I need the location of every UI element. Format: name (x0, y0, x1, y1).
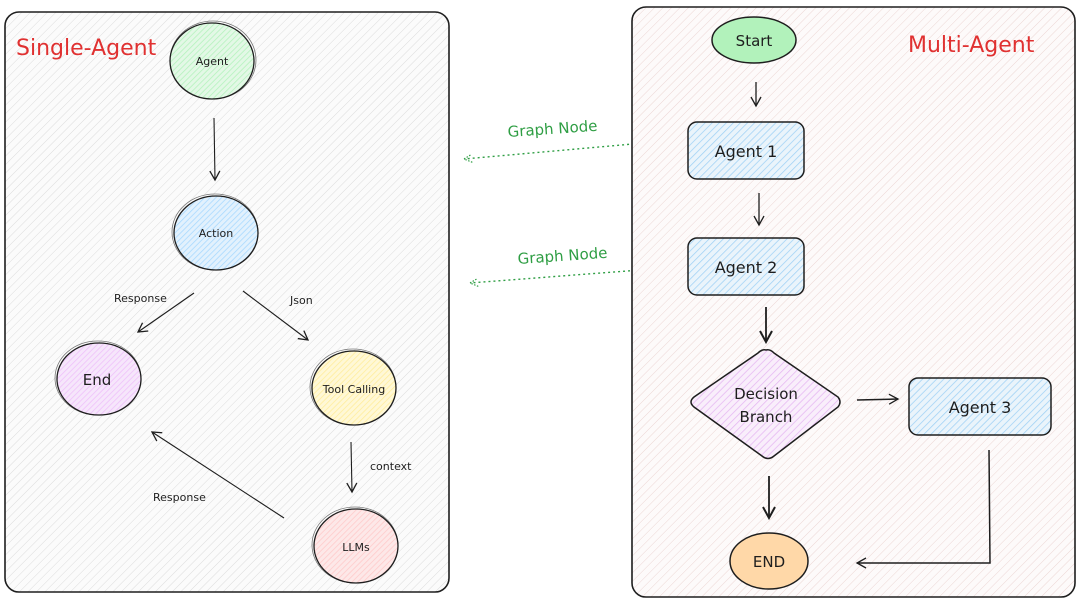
node-tool-calling[interactable]: Tool Calling (309, 348, 397, 426)
node-agent-1-label: Agent 1 (715, 142, 778, 161)
edge-agent3-end (855, 449, 991, 569)
edge-llms-end-label: Response (153, 491, 206, 504)
node-agent-1[interactable]: Agent 1 (687, 121, 805, 180)
multi-agent-title: Multi-Agent (908, 33, 1035, 58)
node-llms-label: LLMs (342, 541, 370, 554)
multi-agent-frame (631, 6, 1076, 598)
node-end-oval-label: END (753, 553, 785, 571)
node-tool-calling-label: Tool Calling (322, 383, 385, 396)
edge-action-tool-label: Json (289, 294, 313, 307)
node-decision-label-line1: Decision (734, 385, 798, 403)
single-agent-panel: Single-Agent Agent Action Response Json … (4, 11, 450, 593)
node-decision-label-line2: Branch (740, 408, 793, 426)
node-decision-branch[interactable]: Decision Branch (690, 349, 841, 460)
edge-tool-llms (346, 441, 358, 494)
edge-action-end-label: Response (114, 292, 167, 305)
node-action-label: Action (199, 227, 233, 240)
single-agent-title: Single-Agent (16, 36, 157, 61)
node-start[interactable]: Start (711, 16, 797, 64)
edge-action-end (136, 292, 195, 333)
graph-node-connector-2: Graph Node (470, 244, 641, 283)
graph-node-dotted-arrow-1 (464, 142, 645, 159)
node-start-label: Start (736, 32, 773, 50)
node-end-oval[interactable]: END (729, 532, 809, 590)
node-agent-2[interactable]: Agent 2 (687, 237, 805, 296)
graph-node-connector-1: Graph Node (464, 117, 645, 159)
single-agent-frame (4, 11, 450, 593)
graph-node-dotted-arrow-2 (470, 269, 641, 283)
node-agent-3[interactable]: Agent 3 (908, 377, 1052, 436)
graph-node-label-1: Graph Node (507, 117, 598, 141)
edge-tool-llms-label: context (370, 460, 412, 473)
edge-action-tool (242, 290, 310, 341)
node-agent-3-label: Agent 3 (949, 398, 1012, 417)
edge-decision-agent3 (856, 393, 900, 405)
node-action[interactable]: Action (171, 193, 259, 271)
node-end[interactable]: End (54, 340, 142, 416)
node-agent[interactable]: Agent (169, 20, 257, 100)
node-end-label: End (83, 371, 112, 389)
node-llms[interactable]: LLMs (311, 506, 399, 584)
multi-agent-panel: Multi-Agent Start Agent 1 Agent 2 Decisi… (631, 6, 1076, 598)
node-agent-label: Agent (196, 55, 229, 68)
node-agent-2-label: Agent 2 (715, 258, 778, 277)
edge-llms-end (150, 431, 285, 519)
edge-agent-action (209, 117, 221, 182)
graph-node-label-2: Graph Node (517, 244, 608, 268)
